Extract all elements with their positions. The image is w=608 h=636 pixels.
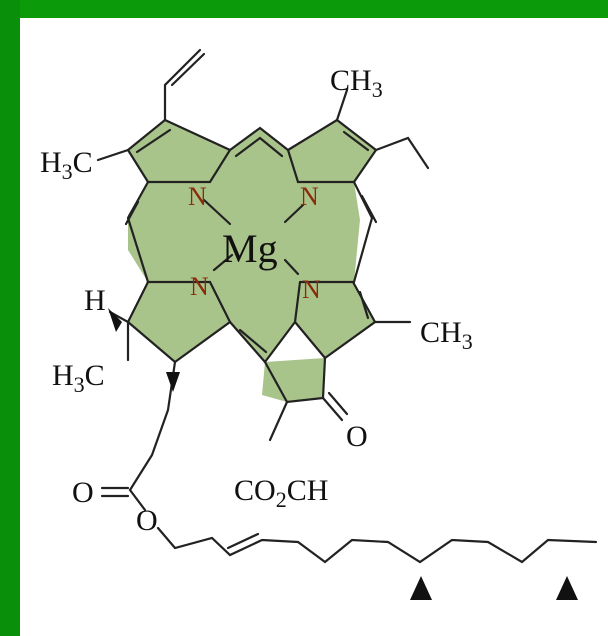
label-h3c-left: H3C (40, 146, 93, 184)
label-n-top-left: N (188, 182, 207, 211)
label-ester: CO2CH (234, 474, 328, 512)
atom-labels: CH3 H3C N N N N Mg H CH3 H3C O CO2CH O O (40, 64, 473, 537)
label-n-top-right: N (300, 182, 319, 211)
macrocycle-fill (128, 128, 360, 362)
ring-d-fill (128, 282, 230, 362)
wedge-phytyl-1 (410, 576, 432, 600)
label-ch3-top: CH3 (330, 64, 383, 102)
wedge-h (108, 308, 122, 332)
wedge-chain (166, 372, 180, 392)
stereo-wedges (108, 308, 578, 600)
label-o-carbonyl: O (72, 476, 94, 509)
wedge-phytyl-2 (556, 576, 578, 600)
label-o-ketone: O (346, 420, 368, 453)
label-n-bottom-left: N (190, 272, 209, 301)
label-n-bottom-right: N (302, 275, 321, 304)
label-mg: Mg (222, 226, 278, 271)
label-h3c-lower: H3C (52, 359, 105, 397)
ring-e-fill (262, 358, 325, 402)
label-h-stereo: H (84, 284, 106, 317)
ring-c-fill (295, 282, 375, 358)
ring-b-fill (288, 120, 376, 182)
left-stripe (0, 0, 20, 636)
label-ch3-right: CH3 (420, 316, 473, 354)
porphyrin-shading (128, 120, 376, 402)
ring-a-fill (128, 120, 230, 182)
label-o-ester: O (136, 504, 158, 537)
